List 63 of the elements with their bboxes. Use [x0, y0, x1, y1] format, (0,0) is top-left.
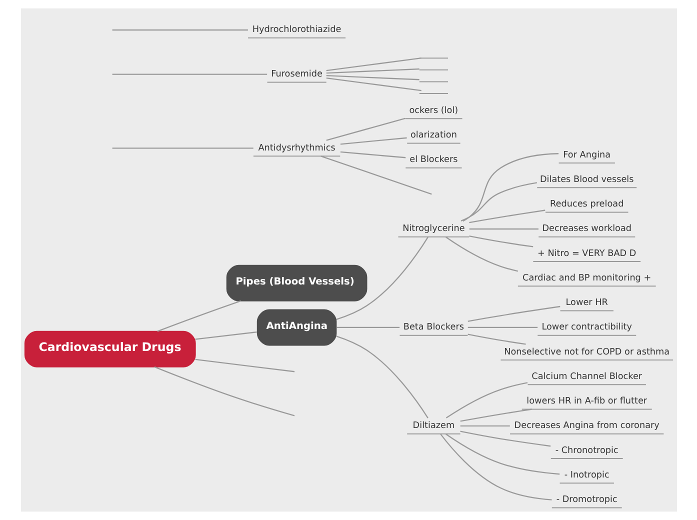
connector: [440, 434, 552, 500]
connector: [460, 430, 550, 447]
connector: [340, 151, 406, 158]
node-text: Beta Blockers: [402, 322, 464, 333]
connector: [444, 434, 560, 475]
connector: [156, 300, 240, 332]
node-text: el Blockers: [409, 155, 458, 166]
node-text: Nonselective not for COPD or asthma: [504, 347, 670, 358]
connector: [462, 153, 558, 222]
connector: [326, 58, 421, 72]
connector: [326, 68, 419, 74]
connector: [467, 306, 560, 322]
connector: [460, 408, 532, 422]
connector: [340, 137, 406, 145]
connector: [112, 29, 248, 31]
connector: [326, 75, 419, 80]
node-text: - Inotropic: [564, 470, 609, 480]
node-text: Decreases workload: [542, 224, 632, 234]
node-text: Dilates Blood vessels: [539, 174, 634, 185]
node-text: - Chronotropic: [554, 446, 618, 456]
node-text: ockers (lol): [408, 106, 458, 116]
connector: [336, 336, 428, 418]
node-text: Lower contractibility: [541, 322, 632, 333]
connector: [467, 334, 526, 345]
node-text: Calcium Channel Blocker: [531, 372, 642, 382]
connector: [154, 366, 294, 416]
connector: [468, 228, 538, 230]
connector: [194, 358, 294, 372]
node-text: Reduces preload: [550, 200, 624, 210]
node-text: lowers HR in A-fib or flutter: [526, 396, 647, 407]
connector: [112, 74, 267, 75]
connector: [336, 326, 400, 328]
node-text: Hydrochlorothiazide: [252, 25, 341, 36]
node-text: For Angina: [562, 150, 610, 160]
node-text: + Nitro = VERY BAD D: [536, 248, 636, 259]
node-box: AntiAngina: [256, 309, 336, 346]
node-text: Nitroglycerine: [402, 224, 464, 234]
connector: [468, 235, 533, 248]
connector: [444, 236, 518, 272]
node-text: olarization: [410, 130, 456, 141]
connector: [194, 331, 256, 340]
connector: [320, 156, 432, 195]
node-line: [418, 69, 448, 70]
node-text: Lower HR: [565, 298, 608, 308]
node-text: Diltiazem: [412, 421, 454, 432]
connector: [326, 118, 405, 141]
node-text: - Dromotropic: [556, 495, 617, 506]
connector: [326, 78, 421, 92]
connector: [336, 236, 428, 320]
node-text: Cardiac and BP monitoring +: [522, 273, 651, 284]
node-line: [418, 93, 448, 94]
node-box: Cardiovascular Drugs: [24, 330, 196, 368]
node-line: [418, 81, 448, 82]
node-text: Decreases Angina from coronary: [514, 421, 659, 432]
node-box: Pipes (Blood Vessels): [226, 264, 367, 302]
connector: [112, 148, 253, 149]
connector: [468, 210, 545, 224]
node-text: Furosemide: [270, 69, 322, 80]
connector: [460, 425, 510, 427]
connector: [445, 382, 528, 418]
connector: [467, 326, 538, 328]
connector: [460, 182, 537, 222]
node-text: Antidysrhythmics: [258, 143, 335, 154]
